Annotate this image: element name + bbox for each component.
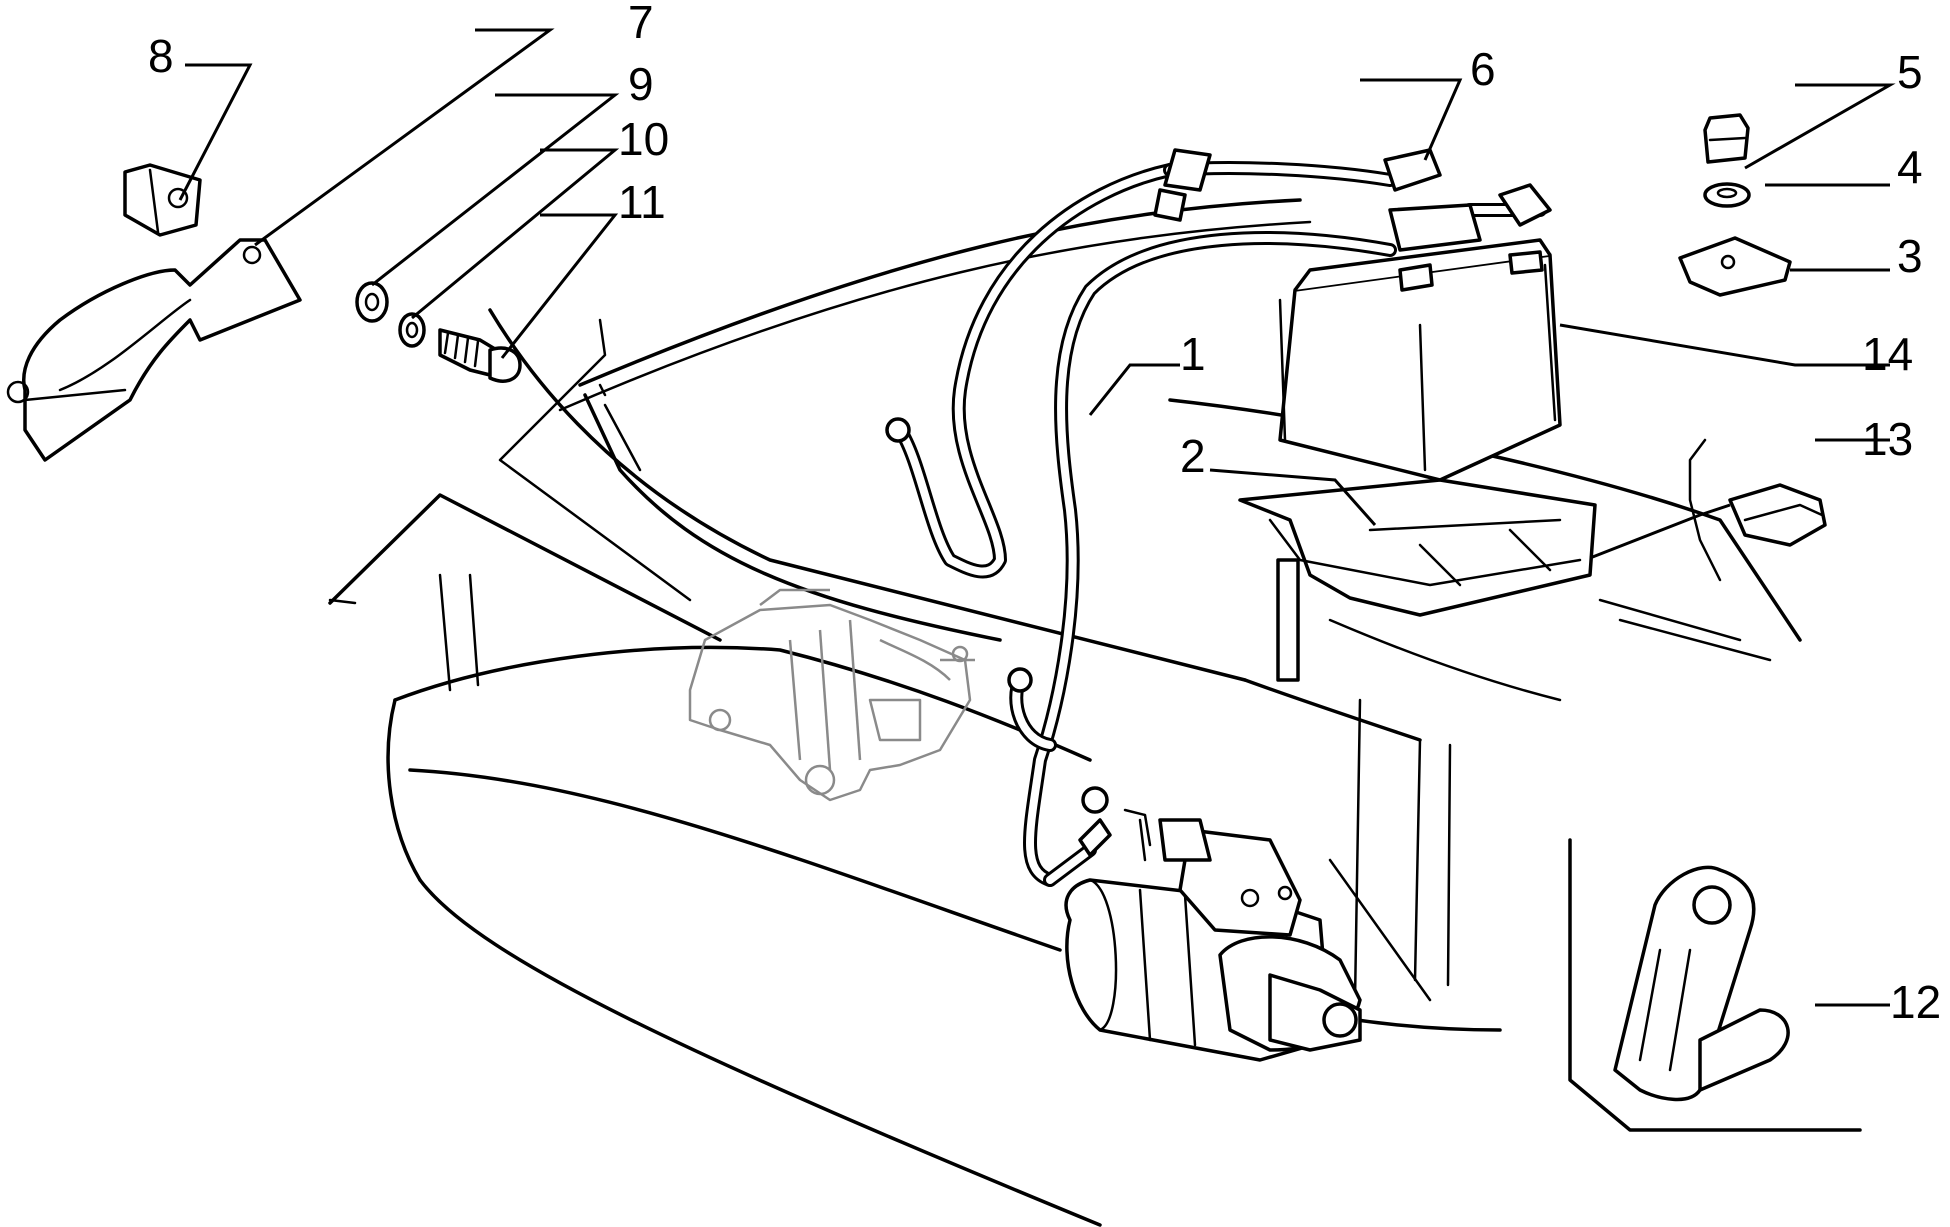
- bracket-plate: [6, 238, 302, 462]
- battery: [1278, 238, 1562, 482]
- clamp-plate: [1678, 236, 1792, 297]
- washer: [355, 281, 389, 323]
- callout-8: 8: [148, 30, 174, 82]
- callout-13: 13: [1862, 413, 1913, 465]
- callout-14: 14: [1862, 328, 1913, 380]
- starter-motor: [1064, 808, 1362, 1062]
- callout-7: 7: [628, 0, 654, 48]
- callout-12: 12: [1890, 976, 1941, 1028]
- alternator: [688, 588, 975, 802]
- callout-11: 11: [618, 176, 666, 228]
- bolt: [438, 328, 522, 383]
- battery-cables: [885, 148, 1552, 887]
- callout-4: 4: [1897, 141, 1923, 193]
- nut: [1703, 113, 1750, 164]
- engine-bracket-lines: [328, 318, 722, 642]
- callout-labels: 8 7 9 10 11 6 1 2 5 4 3 14 13 12: [148, 0, 1941, 1028]
- callout-9: 9: [628, 58, 654, 110]
- bracket-strap: [1568, 838, 1862, 1132]
- callout-2: 2: [1180, 430, 1206, 482]
- callout-3: 3: [1897, 230, 1923, 282]
- spring-washer: [398, 312, 426, 348]
- callout-6: 6: [1470, 43, 1496, 95]
- clip-nut: [123, 163, 202, 237]
- callout-1: 1: [1180, 328, 1206, 380]
- leader-lines: [178, 28, 1896, 1007]
- flat-washer: [1703, 182, 1751, 208]
- retaining-clip: [1688, 438, 1827, 582]
- callout-10: 10: [618, 113, 669, 165]
- callout-5: 5: [1897, 46, 1923, 98]
- battery-tray: [1238, 478, 1597, 682]
